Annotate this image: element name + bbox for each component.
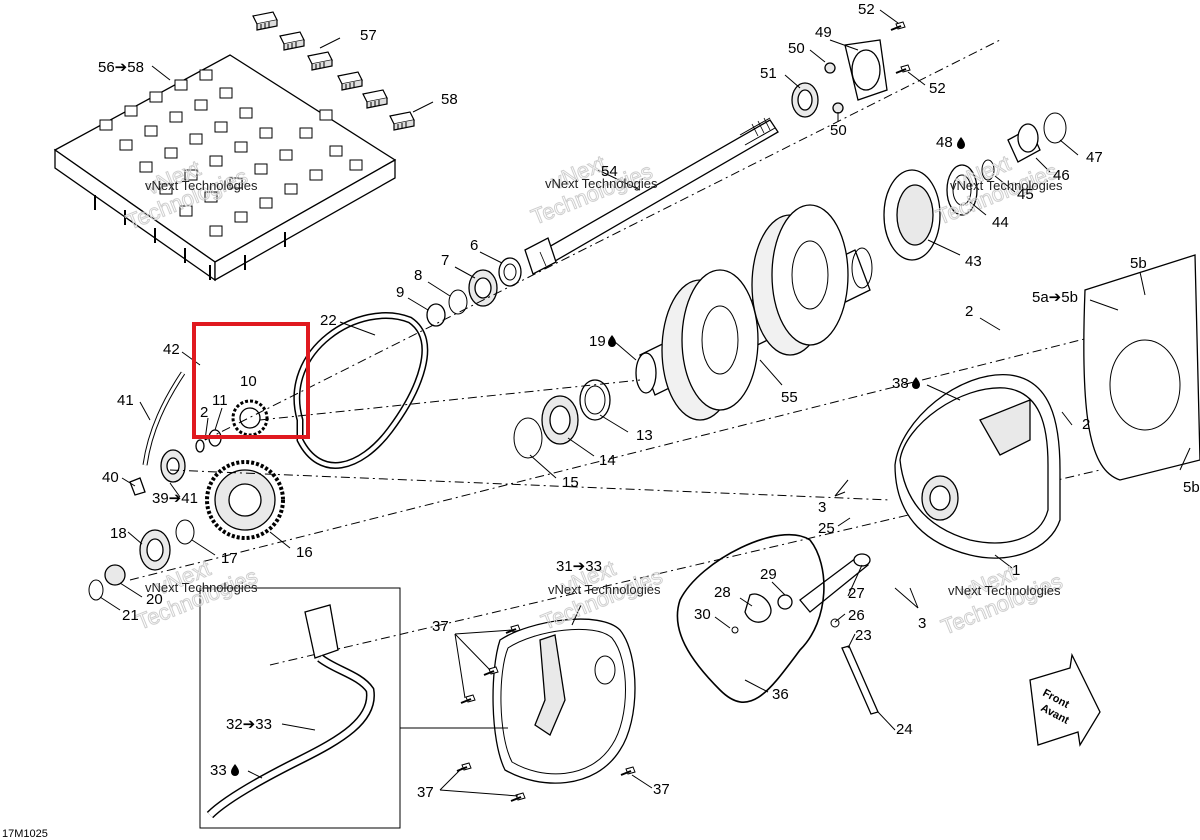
callout-37-right: 37: [653, 781, 670, 798]
watermark-4-text: vNext Technologies: [145, 580, 258, 595]
callout-20: 20: [146, 591, 163, 608]
watermark-1-text: vNext Technologies: [145, 178, 258, 193]
callout-3-right: 3: [918, 615, 926, 632]
callout-9: 9: [396, 284, 404, 301]
callout-54: 54: [601, 163, 618, 180]
callout-6: 6: [470, 237, 478, 254]
callout-37-upper: 37: [432, 618, 449, 635]
bearing-stack-6-9: [426, 257, 522, 327]
tensioner-parts-left: [88, 371, 222, 601]
leader-lines: [99, 9, 1191, 797]
callout-42: 42: [163, 341, 180, 358]
callout-33: 33: [210, 762, 227, 779]
watermark-2-text: vNext Technologies: [545, 176, 658, 191]
callout-28: 28: [714, 584, 731, 601]
callout-52-right: 52: [929, 80, 946, 97]
callout-29: 29: [760, 566, 777, 583]
callout-44: 44: [992, 214, 1009, 231]
tensioner-arm: [731, 553, 879, 715]
bearing-stack-13-15: [513, 379, 611, 459]
upper-drive-shaft: [524, 117, 779, 275]
upper-sprocket-gear: [231, 399, 269, 437]
callout-26: 26: [848, 607, 865, 624]
callout-2-right: 2: [1082, 416, 1090, 433]
callout-50-top: 50: [788, 40, 805, 57]
callout-5b-top: 5b: [1130, 255, 1147, 272]
callout-37-lower: 37: [417, 784, 434, 801]
callout-13: 13: [636, 427, 653, 444]
callout-50-bottom: 50: [830, 122, 847, 139]
callout-18: 18: [110, 525, 127, 542]
drive-axle-sprockets: [635, 204, 873, 421]
diagram-code: 17M1025: [2, 828, 48, 840]
watermark-3-text: vNext Technologies: [950, 178, 1063, 193]
callout-14: 14: [599, 452, 616, 469]
callout-21: 21: [122, 607, 139, 624]
oil-drop-icon: [957, 137, 965, 149]
bearing-housing-upper: [791, 21, 911, 118]
sensor-inset-box: [199, 587, 508, 829]
callout-56-58: 56➔58: [98, 59, 144, 76]
housing-oring: [676, 534, 825, 703]
callout-5a-5b: 5a➔5b: [1032, 289, 1078, 306]
callout-22: 22: [320, 312, 337, 329]
callout-19: 19: [589, 333, 606, 350]
callout-46: 46: [1053, 167, 1070, 184]
callout-32-33: 32➔33: [226, 716, 272, 733]
callout-5b-right: 5b: [1183, 479, 1200, 496]
chaincase-housing: [894, 374, 1061, 559]
chaincase-cover: [492, 618, 636, 784]
callout-38: 38: [892, 375, 909, 392]
callout-2-left: 2: [200, 404, 208, 421]
callout-31-33: 31➔33: [556, 558, 602, 575]
callout-2-top: 2: [965, 303, 973, 320]
bearing-seal-group-right: [883, 112, 1067, 261]
callout-40: 40: [102, 469, 119, 486]
watermark-6-text: vNext Technologies: [948, 583, 1061, 598]
callout-10: 10: [240, 373, 257, 390]
callout-15: 15: [562, 474, 579, 491]
callout-58: 58: [441, 91, 458, 108]
callout-11: 11: [212, 392, 228, 409]
callout-16: 16: [296, 544, 313, 561]
oil-drop-icon: [231, 764, 239, 776]
watermark-5-text: vNext Technologies: [548, 582, 661, 597]
oil-drop-icon: [912, 377, 920, 389]
callout-17: 17: [221, 550, 238, 567]
callout-23: 23: [855, 627, 872, 644]
callout-48: 48: [936, 134, 953, 151]
callout-24: 24: [896, 721, 913, 738]
oil-drop-icon: [608, 335, 616, 347]
chaincase-plate: [1083, 254, 1200, 481]
callout-7: 7: [441, 252, 449, 269]
callout-45: 45: [1017, 186, 1034, 203]
callout-55: 55: [781, 389, 798, 406]
front-direction-sign: Front Avant: [1029, 652, 1101, 747]
callout-51: 51: [760, 65, 777, 82]
track-slider-grid: [53, 54, 397, 282]
callout-1: 1: [1012, 562, 1020, 579]
callout-3-left: 3: [818, 499, 826, 516]
callout-30: 30: [694, 606, 711, 623]
drive-chain: [293, 312, 429, 469]
callout-25: 25: [818, 520, 835, 537]
callout-8: 8: [414, 267, 422, 284]
callout-41: 41: [117, 392, 134, 409]
callout-27: 27: [848, 585, 865, 602]
lower-sprocket-gear: [205, 460, 285, 540]
highlight-box: [192, 322, 310, 439]
callout-52-top: 52: [858, 1, 875, 18]
callout-39-41: 39➔41: [152, 490, 198, 507]
callout-43: 43: [965, 253, 982, 270]
callout-49: 49: [815, 24, 832, 41]
callout-57: 57: [360, 27, 377, 44]
callout-47: 47: [1086, 149, 1103, 166]
callout-36: 36: [772, 686, 789, 703]
